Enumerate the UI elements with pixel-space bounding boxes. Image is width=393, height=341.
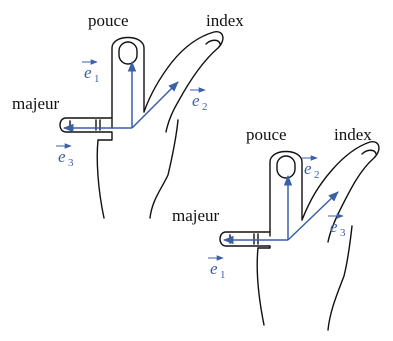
svg-text:e: e xyxy=(330,217,338,236)
hand-1-vector-thumb-index: 1 xyxy=(94,73,100,85)
hand-2-vector-label-middle: e 1 xyxy=(208,255,226,281)
hand-1-vector-index xyxy=(131,81,179,129)
hand-1-vector-label-index: e 2 xyxy=(190,87,208,113)
hand-1: pouce index majeur e 1 e 2 e 3 xyxy=(12,11,244,219)
hand-1-vector-label-middle: e 3 xyxy=(56,143,74,169)
hand-1-vector-index-index: 2 xyxy=(202,101,208,113)
hand-2-vector-index xyxy=(287,191,339,241)
hand-2: pouce index majeur e 2 e 3 e 1 xyxy=(172,125,380,331)
hand-2-palm-outline xyxy=(256,225,353,331)
svg-text:e: e xyxy=(84,63,92,82)
hand-2-index-nail xyxy=(361,149,377,155)
hand-1-thumb-nail xyxy=(118,41,138,65)
hand-2-vector-index-index: 3 xyxy=(340,227,346,239)
hand-2-vector-thumb-index: 2 xyxy=(314,169,320,181)
hand-1-index-nail xyxy=(205,39,221,45)
hand-1-label-index: index xyxy=(206,11,244,30)
hand-2-vector-label-index: e 3 xyxy=(328,213,346,239)
hand-1-palm-outline xyxy=(96,119,179,219)
hand-2-knuckle-marks xyxy=(253,233,259,245)
svg-text:e: e xyxy=(210,259,218,278)
hand-2-thumb-nail xyxy=(276,155,296,179)
hand-1-middle-finger xyxy=(59,117,113,141)
hand-2-vector-label-thumb: e 2 xyxy=(302,155,320,181)
svg-text:e: e xyxy=(58,147,66,166)
hand-1-label-middle: majeur xyxy=(12,94,60,113)
hand-2-label-middle: majeur xyxy=(172,206,220,225)
hand-1-index-finger xyxy=(143,31,224,133)
svg-text:e: e xyxy=(192,91,200,110)
hand-2-index-finger xyxy=(301,141,380,243)
svg-text:e: e xyxy=(304,159,312,178)
hand-1-vector-label-thumb: e 1 xyxy=(82,59,100,85)
hand-1-vector-middle-index: 3 xyxy=(68,157,74,169)
hand-1-label-thumb: pouce xyxy=(88,11,129,30)
hand-2-label-thumb: pouce xyxy=(246,125,287,144)
hand-2-label-index: index xyxy=(334,125,372,144)
hand-2-vector-middle-index: 1 xyxy=(220,269,226,281)
